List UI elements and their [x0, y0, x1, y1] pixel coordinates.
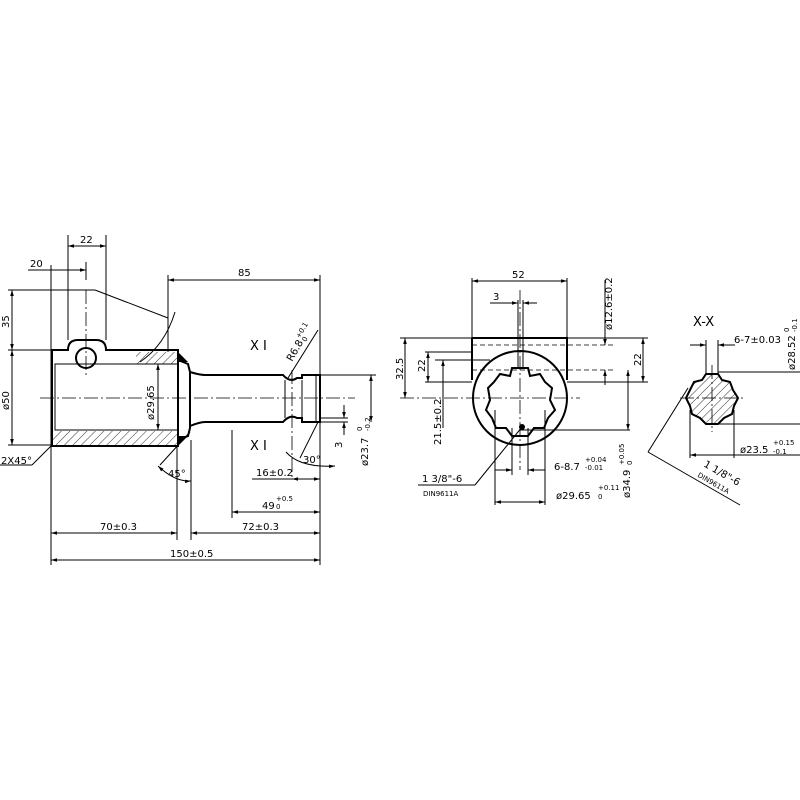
svg-text:+0.04: +0.04 [585, 456, 607, 464]
svg-text:ø23.5: ø23.5 [740, 445, 768, 456]
svg-text:0: 0 [356, 427, 364, 431]
svg-text:+0.05: +0.05 [618, 444, 626, 465]
svg-text:0: 0 [783, 328, 791, 332]
dim-150: 150±0.5 [170, 549, 213, 560]
dim-d23-7: ø23.7 0 -0.2 [356, 417, 372, 466]
dim-3: 3 [334, 442, 345, 448]
svg-text:0: 0 [276, 503, 280, 511]
side-view: 22 20 85 35 ø50 ø29.65 X I X I R6.8 +0.1… [0, 235, 376, 565]
svg-text:ø28.52: ø28.52 [787, 335, 798, 370]
dim-6-8-7: 6-8.7 +0.04 -0.01 [554, 456, 607, 473]
dim-49: 49 +0.5 0 [262, 495, 293, 512]
dim-d29-65-tol: ø29.65 +0.11 0 [556, 484, 619, 502]
dim-d23-5: ø23.5 +0.15 -0.1 [740, 439, 794, 456]
chamfer-label: 2X45° [1, 456, 32, 467]
dim-21-5: 21.5±0.2 [433, 398, 444, 445]
svg-text:+0.15: +0.15 [773, 439, 794, 447]
dim-85: 85 [238, 268, 251, 279]
section-view: X-X 6-7±0.03 ø28.52 0 -0.1 ø23.5 +0.15 -… [647, 315, 800, 506]
section-hatch-bottom [53, 431, 178, 445]
angle-45: 45° [168, 469, 186, 480]
dim-22-right: 22 [633, 353, 644, 366]
dim-d12-6: ø12.6±0.2 [604, 277, 615, 330]
angle-30: 30° [303, 455, 321, 466]
svg-text:49: 49 [262, 501, 275, 512]
svg-text:0: 0 [301, 335, 310, 343]
housing-outline [51, 339, 179, 447]
end-view: 52 3 ø12.6±0.2 32.5 22 22 21.5±0.2 1 3/8… [395, 270, 648, 505]
dim-r6-8: R6.8 +0.1 0 [285, 321, 310, 364]
dim-3-slot: 3 [493, 292, 499, 303]
spline-label: 1 3/8"-6 [422, 474, 462, 485]
svg-text:6-8.7: 6-8.7 [554, 462, 580, 473]
dim-35: 35 [1, 315, 12, 328]
section-title: X-X [693, 315, 714, 330]
svg-text:+0.5: +0.5 [276, 495, 293, 503]
svg-text:-0.1: -0.1 [773, 448, 787, 456]
section-mark-top: X I [250, 339, 267, 354]
svg-text:ø23.7: ø23.7 [360, 438, 371, 466]
dim-d28-52: ø28.52 0 -0.1 [783, 318, 799, 370]
standard-label: DIN9611A [423, 490, 459, 498]
dim-d50: ø50 [1, 391, 12, 410]
dim-70: 70±0.3 [100, 522, 137, 533]
dim-32-5: 32.5 [395, 358, 406, 380]
svg-text:-0.1: -0.1 [791, 318, 799, 332]
svg-text:+0.11: +0.11 [598, 484, 619, 492]
dim-22-left: 22 [417, 359, 428, 372]
shaft [189, 371, 321, 427]
svg-text:0: 0 [598, 493, 602, 501]
dim-22: 22 [80, 235, 93, 246]
svg-text:ø29.65: ø29.65 [556, 491, 591, 502]
dim-d34-9: ø34.9 +0.05 0 [618, 444, 634, 498]
dim-6-7: 6-7±0.03 [734, 335, 781, 346]
dim-72: 72±0.3 [242, 522, 279, 533]
boss-outline [471, 337, 568, 380]
svg-text:ø34.9: ø34.9 [622, 470, 633, 498]
dim-20: 20 [30, 259, 43, 270]
svg-text:-0.2: -0.2 [364, 417, 372, 431]
flange [177, 359, 191, 441]
svg-text:0: 0 [626, 461, 634, 465]
bore [54, 363, 179, 431]
section-hatch-top [136, 352, 178, 364]
section-mark-bottom: X I [250, 439, 267, 454]
svg-text:-0.01: -0.01 [585, 464, 603, 472]
dim-d29-65: ø29.65 [146, 385, 157, 420]
dim-16: 16±0.2 [256, 468, 293, 479]
svg-text:R6.8: R6.8 [285, 338, 306, 363]
dim-52: 52 [512, 270, 525, 281]
